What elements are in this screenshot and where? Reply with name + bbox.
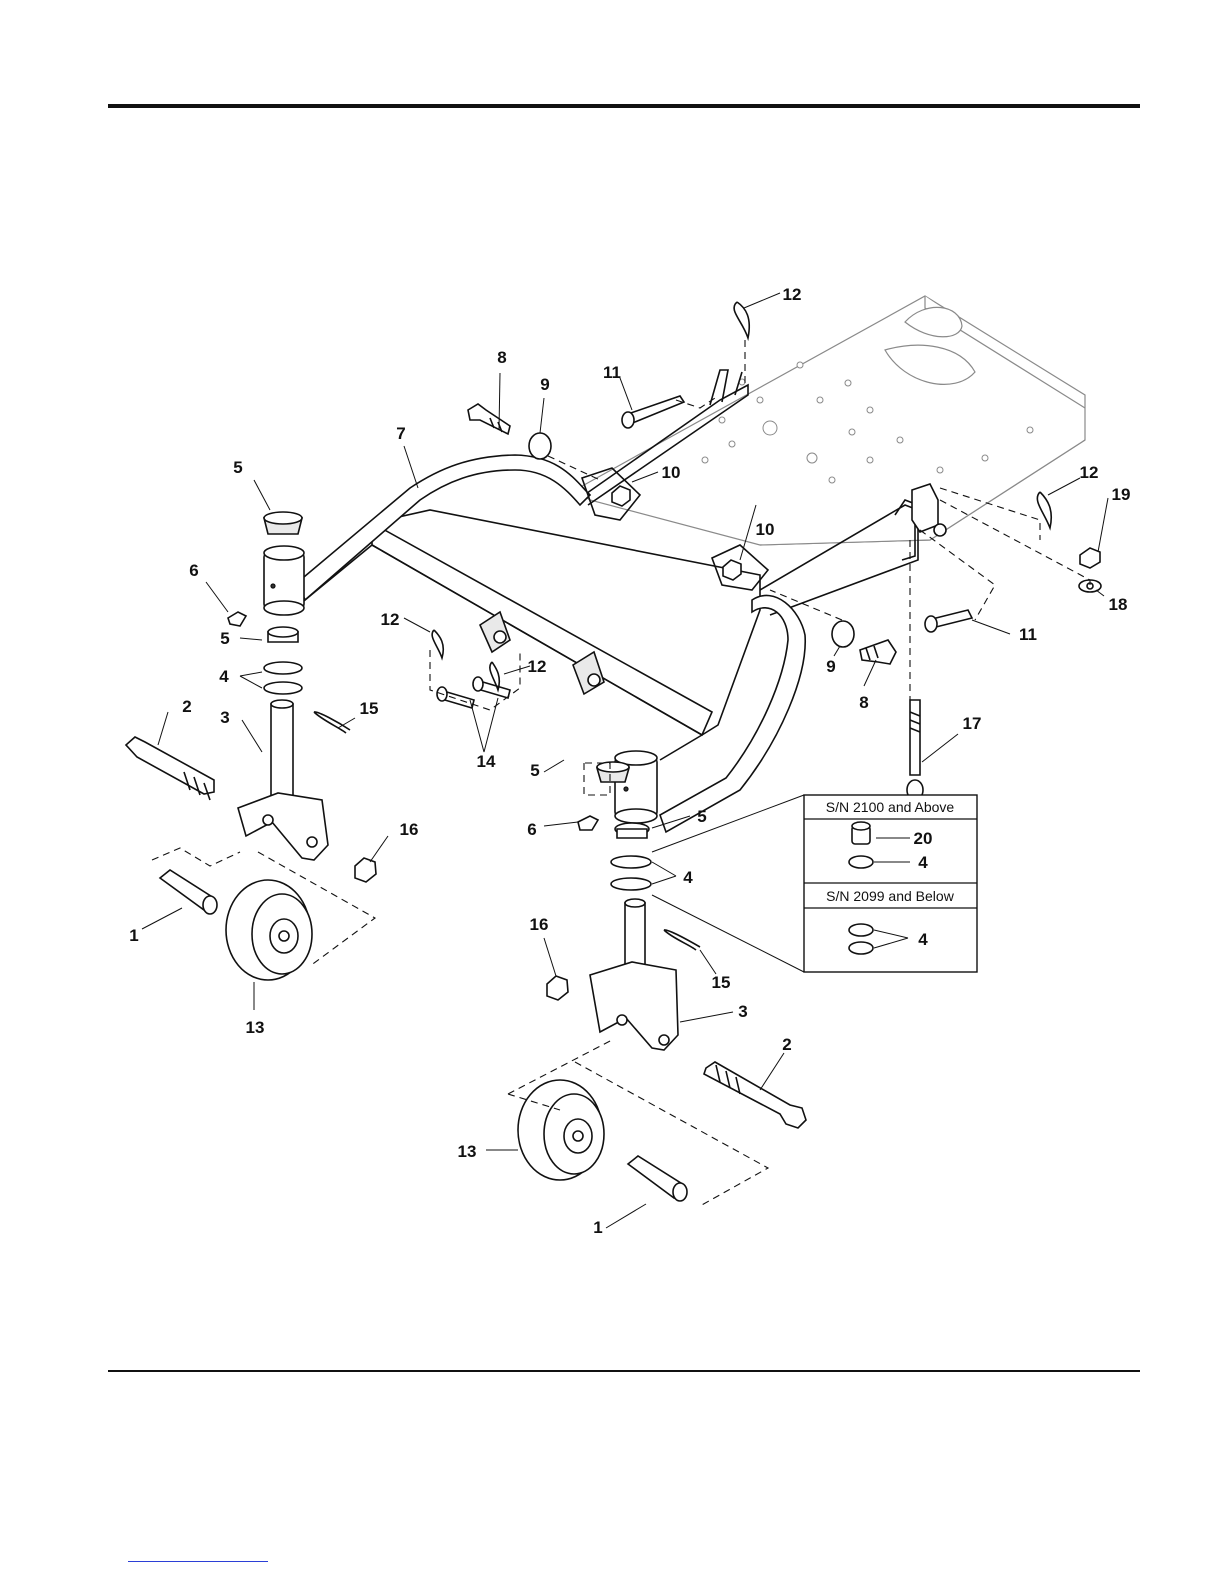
- callout-13: 13: [458, 1142, 477, 1161]
- footer-link-underline[interactable]: [128, 1561, 268, 1562]
- callout-11: 11: [1019, 625, 1037, 644]
- inset-title-upper: S/N 2100 and Above: [826, 799, 955, 815]
- callout-10: 10: [662, 463, 681, 482]
- callout-3: 3: [738, 1002, 747, 1021]
- callout-3: 3: [220, 708, 229, 727]
- callout-15: 15: [360, 699, 379, 718]
- callout-12: 12: [528, 657, 547, 676]
- callout-4: 4: [918, 930, 928, 949]
- callout-12: 12: [381, 610, 400, 629]
- callout-9: 9: [540, 375, 549, 394]
- callout-5: 5: [530, 761, 539, 780]
- callout-2: 2: [782, 1035, 791, 1054]
- callout-2: 2: [182, 697, 191, 716]
- callout-19: 19: [1112, 485, 1131, 504]
- callout-1: 1: [129, 926, 138, 945]
- callout-5: 5: [220, 629, 229, 648]
- callout-1: 1: [593, 1218, 602, 1237]
- callout-10: 10: [756, 520, 775, 539]
- callout-8: 8: [497, 348, 506, 367]
- callout-16: 16: [530, 915, 549, 934]
- callout-5: 5: [233, 458, 242, 477]
- callout-6: 6: [527, 820, 536, 839]
- callout-11: 11: [603, 363, 621, 382]
- callout-4: 4: [219, 667, 229, 686]
- callout-8: 8: [859, 693, 868, 712]
- callout-4: 4: [918, 853, 928, 872]
- serial-number-inset: S/N 2100 and Above S/N 2099 and Below: [804, 795, 977, 972]
- callout-20: 20: [914, 829, 933, 848]
- callout-15: 15: [712, 973, 731, 992]
- callout-6: 6: [189, 561, 198, 580]
- callout-5: 5: [697, 807, 706, 826]
- callout-7: 7: [396, 424, 405, 443]
- footer-rule: [108, 1370, 1140, 1372]
- callout-14: 14: [477, 752, 496, 771]
- mower-deck-outline: [575, 296, 1085, 545]
- callout-12: 12: [1080, 463, 1099, 482]
- callout-9: 9: [826, 657, 835, 676]
- left-caster-assembly: [126, 512, 376, 980]
- callout-13: 13: [246, 1018, 265, 1037]
- callout-12: 12: [783, 285, 802, 304]
- callout-17: 17: [963, 714, 982, 733]
- inset-title-lower: S/N 2099 and Below: [826, 888, 955, 904]
- callout-4: 4: [683, 868, 693, 887]
- callout-16: 16: [400, 820, 419, 839]
- callout-18: 18: [1109, 595, 1128, 614]
